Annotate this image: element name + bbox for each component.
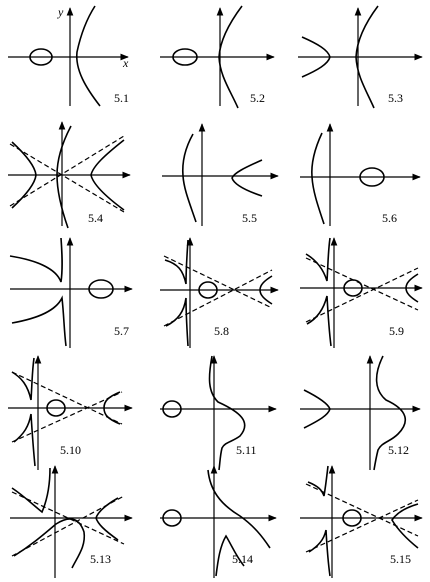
panel-5-10: 5.10 bbox=[8, 355, 133, 470]
right-branch bbox=[259, 275, 273, 305]
right-branch bbox=[90, 139, 125, 211]
lower-left-branch bbox=[306, 295, 332, 347]
y-axis-label: y bbox=[57, 5, 64, 19]
lower-left-branch bbox=[13, 413, 36, 467]
upper-branch bbox=[9, 237, 63, 283]
panel-label: 5.14 bbox=[232, 552, 253, 566]
upper-left-branch bbox=[11, 467, 51, 514]
asymptote bbox=[163, 269, 273, 327]
panel-5-8: 5.8 bbox=[160, 237, 279, 348]
panel-label: 5.12 bbox=[388, 443, 409, 457]
panel-label: 5.9 bbox=[389, 324, 404, 338]
panel-5-12: 5.12 bbox=[300, 355, 421, 471]
upper-left-branch bbox=[11, 357, 35, 401]
panel-label: 5.10 bbox=[60, 443, 81, 457]
panel-label: 5.4 bbox=[88, 211, 103, 225]
panel-5-7: 5.7 bbox=[9, 237, 133, 348]
asymptote bbox=[9, 143, 125, 213]
oval-component bbox=[343, 279, 363, 297]
upper-left-branch bbox=[305, 237, 331, 282]
left-branch bbox=[11, 141, 37, 209]
panel-label: 5.2 bbox=[250, 91, 265, 105]
upper-branch bbox=[207, 469, 271, 549]
curve-branch bbox=[355, 5, 379, 109]
curve-branch bbox=[181, 133, 197, 223]
right-branch bbox=[391, 503, 419, 549]
asymptote bbox=[11, 391, 123, 443]
panel-label: 5.1 bbox=[114, 91, 129, 105]
panel-5-5: 5.5 bbox=[162, 123, 279, 226]
lower-branch bbox=[11, 295, 67, 347]
asymptote bbox=[305, 499, 419, 553]
right-branch bbox=[95, 497, 119, 541]
panel-5-13: 5.13 bbox=[10, 465, 133, 578]
panel-5-14: 5.14 bbox=[160, 465, 277, 578]
panel-label: 5.5 bbox=[242, 211, 257, 225]
oval-component bbox=[29, 48, 53, 66]
middle-branch bbox=[56, 125, 72, 229]
oval-component bbox=[46, 399, 66, 417]
upper-left-branch bbox=[164, 239, 189, 285]
asymptote bbox=[11, 371, 123, 425]
panel-5-9: 5.9 bbox=[300, 237, 423, 348]
upper-left-branch bbox=[307, 465, 329, 497]
panel-label: 5.8 bbox=[214, 324, 229, 338]
panel-label: 5.13 bbox=[90, 552, 111, 566]
asymptote bbox=[9, 135, 125, 207]
x-axis-label: x bbox=[122, 56, 129, 70]
oval-component bbox=[342, 509, 362, 527]
panel-5-15: 5.15 bbox=[300, 465, 423, 578]
lower-branch bbox=[215, 534, 245, 577]
asymptote bbox=[305, 257, 419, 311]
curve-branch bbox=[311, 132, 325, 225]
lower-left-branch bbox=[165, 297, 189, 347]
panel-5-2: 5.2 bbox=[160, 5, 275, 109]
right-branch bbox=[231, 159, 263, 197]
asymptote bbox=[305, 267, 419, 323]
curve-branch bbox=[218, 5, 243, 109]
panel-5-4: 5.4 bbox=[8, 121, 131, 229]
left-branch bbox=[301, 36, 331, 78]
oval-component bbox=[162, 509, 182, 527]
panel-5-11: 5.11 bbox=[160, 355, 277, 471]
asymptote bbox=[163, 255, 273, 309]
asymptote bbox=[11, 491, 125, 545]
oval-component bbox=[172, 48, 198, 66]
oval-component bbox=[359, 167, 385, 187]
middle-branch bbox=[13, 518, 86, 569]
panel-5-6: 5.6 bbox=[300, 123, 421, 226]
right-branch bbox=[103, 391, 121, 425]
oval-component bbox=[162, 400, 182, 418]
panel-label: 5.15 bbox=[390, 552, 411, 566]
panel-label: 5.7 bbox=[114, 324, 129, 338]
curve-branch bbox=[373, 355, 407, 471]
right-branch bbox=[405, 273, 419, 303]
curve-branch bbox=[76, 5, 101, 107]
panel-5-3: 5.3 bbox=[298, 5, 423, 109]
curve-branch bbox=[208, 355, 246, 471]
lower-left-branch bbox=[308, 529, 331, 577]
panel-5-1: x y 5.1 bbox=[8, 5, 129, 107]
panel-label: 5.3 bbox=[388, 91, 403, 105]
oval-component bbox=[198, 281, 218, 299]
panel-label: 5.11 bbox=[236, 443, 257, 457]
panel-label: 5.6 bbox=[382, 211, 397, 225]
left-branch bbox=[303, 389, 331, 429]
oval-component bbox=[88, 279, 114, 299]
